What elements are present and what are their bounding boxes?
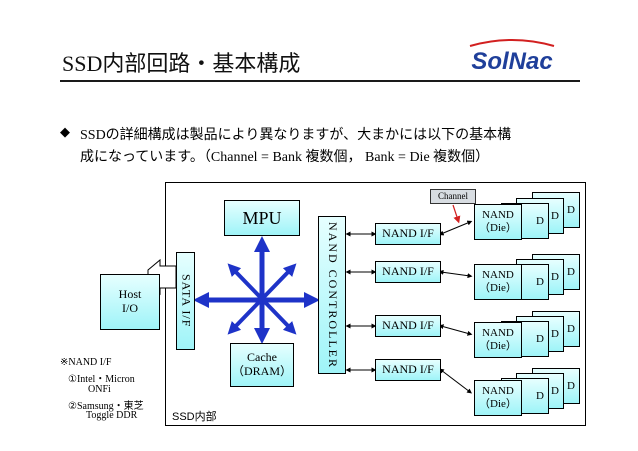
nand-die-text: NAND（Die） <box>479 385 517 410</box>
nand-if-note-item-1-sub: ONFi <box>88 384 111 395</box>
nand-die-front: NAND（Die） <box>474 380 522 416</box>
nand-label: NAND <box>482 385 514 398</box>
nand-if-block-4: NAND I/F <box>375 359 441 381</box>
nand-if-note-item-1: ①Intel・Micron <box>68 374 135 385</box>
bullet-diamond: ◆ <box>60 124 70 139</box>
mpu-label: MPU <box>242 207 282 228</box>
slide-title: SSD内部回路・基本構成 <box>62 51 301 76</box>
nif-chip-arrow-2 <box>438 269 473 279</box>
mpu-block: MPU <box>224 200 300 236</box>
channel-label: Channel <box>438 191 468 202</box>
channel-pointer-arrow <box>452 204 461 224</box>
title-underline <box>60 80 580 82</box>
nif-chip-arrow-1 <box>438 220 473 236</box>
nand-if-label: NAND I/F <box>382 362 434 377</box>
die-back-label: D <box>536 214 544 227</box>
nand-die-front: NAND（Die） <box>474 204 522 240</box>
bus-arrow-diag-2 <box>227 263 297 335</box>
bullet-line-2: 成になっています。（Channel = Bank 複数個， Bank = Die… <box>80 150 490 165</box>
nand-die-text: NAND（Die） <box>479 209 517 234</box>
nand-if-label: NAND I/F <box>382 264 434 279</box>
die-back-label: D <box>551 327 559 340</box>
nif-chip-arrow-4 <box>439 368 472 394</box>
nand-if-block-2: NAND I/F <box>375 261 441 283</box>
bullet-line-1: SSDの詳細構成は製品により異なりますが、大まかには以下の基本構 <box>80 128 512 143</box>
host-io-text: Host I/O <box>118 287 142 316</box>
channel-callout: Channel <box>430 189 476 204</box>
nand-die-front: NAND（Die） <box>474 322 522 358</box>
die-back-label: D <box>567 322 575 335</box>
die-back-label: D <box>567 203 575 216</box>
ssd-boundary <box>165 182 586 426</box>
logo-text: SolNac <box>471 48 552 75</box>
cache-text: Cache （DRAM） <box>231 350 292 379</box>
logo-swoosh <box>469 39 555 47</box>
nand-if-note-title: ※NAND I/F <box>60 357 112 368</box>
die-label: （Die） <box>479 340 517 352</box>
solnac-logo: SolNac <box>469 39 555 75</box>
nand-die-front: NAND（Die） <box>474 264 522 300</box>
nif-chip-arrow-3 <box>438 324 473 336</box>
nand-if-note-item-2: ②Samsung・東芝 <box>68 401 144 412</box>
nand-label: NAND <box>482 269 514 282</box>
cache-sublabel: （DRAM） <box>231 364 292 378</box>
host-io-block: Host I/O <box>100 274 160 330</box>
die-label: （Die） <box>479 282 517 294</box>
nand-if-note-item-2-sub: Toggle DDR <box>86 410 138 421</box>
nand-if-block-1: NAND I/F <box>375 223 441 245</box>
die-label: （Die） <box>479 398 517 410</box>
nand-if-label: NAND I/F <box>382 318 434 333</box>
die-back-label: D <box>567 265 575 278</box>
die-label: （Die） <box>479 222 517 234</box>
die-back-label: D <box>536 275 544 288</box>
nand-label: NAND <box>482 327 514 340</box>
host-label: Host <box>118 287 142 302</box>
die-back-label: D <box>567 379 575 392</box>
nand-if-block-3: NAND I/F <box>375 315 441 337</box>
nand-if-label: NAND I/F <box>382 226 434 241</box>
nand-die-text: NAND（Die） <box>479 327 517 352</box>
cache-label: Cache <box>247 350 277 365</box>
die-back-label: D <box>536 332 544 345</box>
nand-label: NAND <box>482 209 514 222</box>
ssd-internal-label: SSD内部 <box>172 411 217 423</box>
die-back-label: D <box>551 209 559 222</box>
io-label: I/O <box>121 301 138 315</box>
nand-controller-label: NAND CONTROLLER <box>325 221 340 369</box>
nand-die-text: NAND（Die） <box>479 269 517 294</box>
sata-if-block: SATA I/F <box>176 252 195 350</box>
cache-block: Cache （DRAM） <box>230 343 294 387</box>
sata-if-label: SATA I/F <box>179 274 194 328</box>
die-back-label: D <box>551 270 559 283</box>
nand-controller-block: NAND CONTROLLER <box>318 216 346 374</box>
die-back-label: D <box>536 389 544 402</box>
die-back-label: D <box>551 384 559 397</box>
